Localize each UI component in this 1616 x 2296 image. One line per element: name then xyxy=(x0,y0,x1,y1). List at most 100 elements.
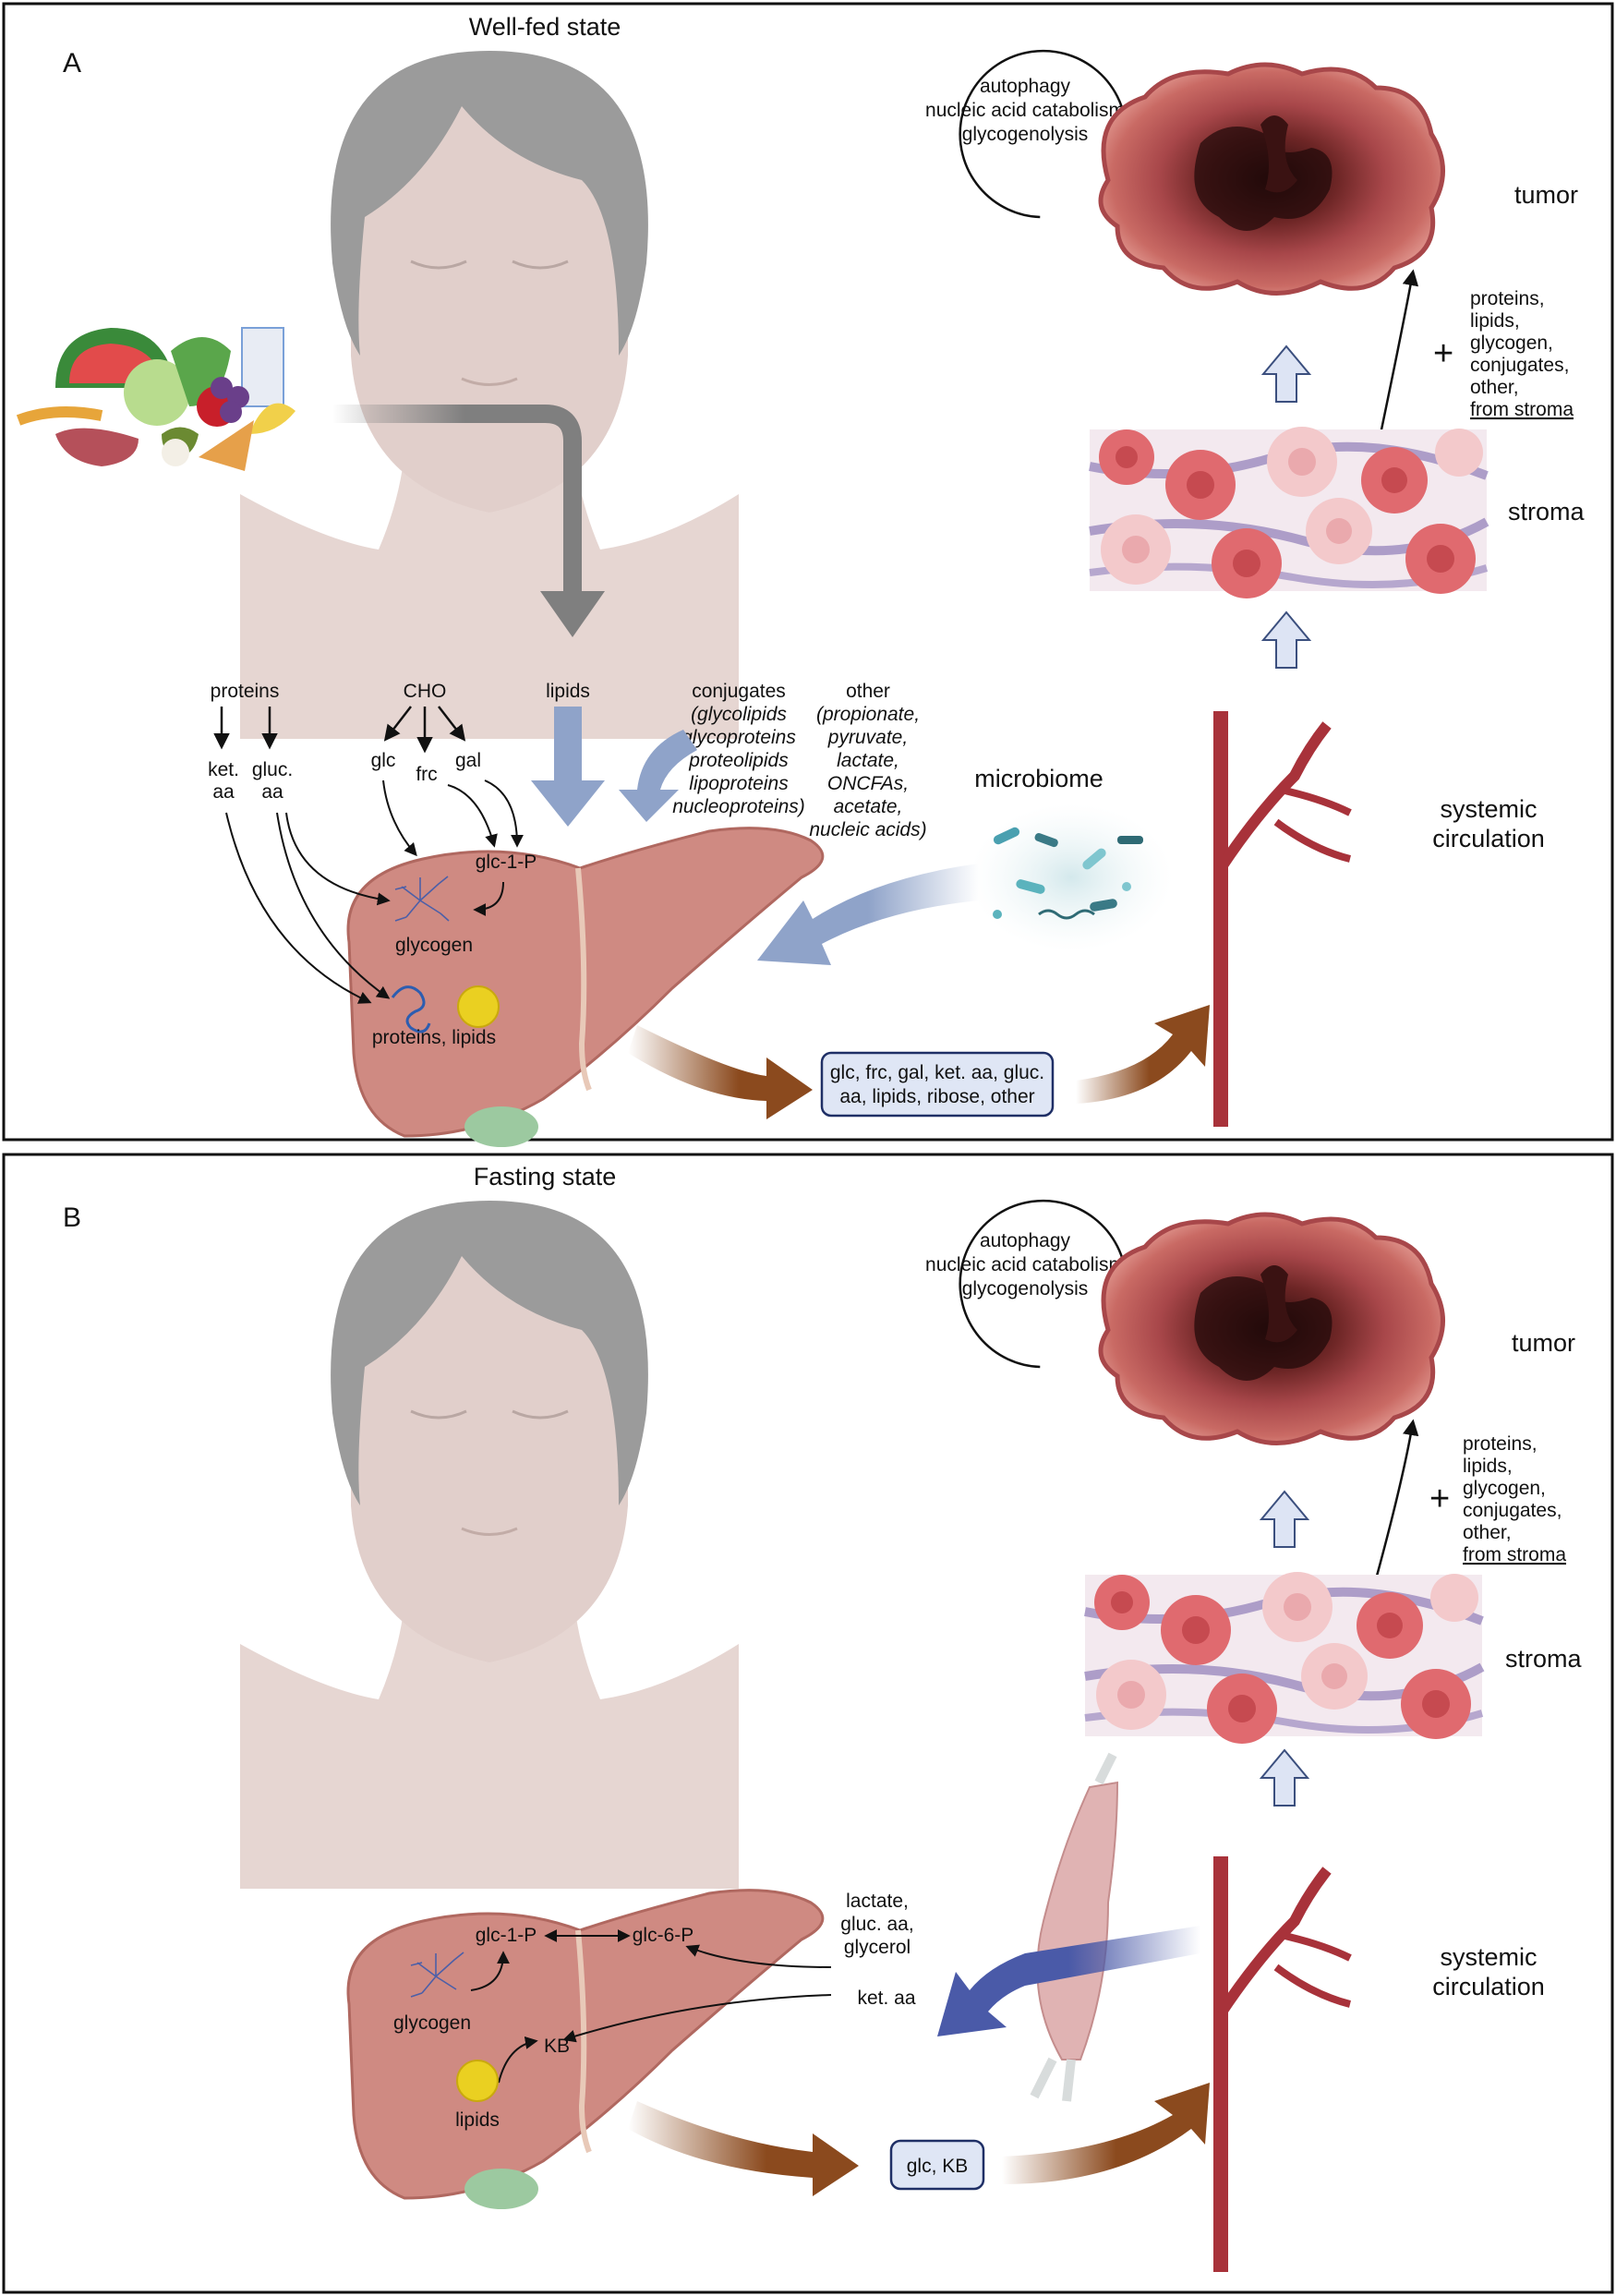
svg-text:lipids,: lipids, xyxy=(1463,1456,1513,1477)
svg-text:glycogenolysis: glycogenolysis xyxy=(962,1278,1089,1299)
lipids-label: lipids xyxy=(546,681,590,702)
svg-text:gluc. aa,: gluc. aa, xyxy=(840,1914,913,1935)
liver-output-line-1: glc, frc, gal, ket. aa, gluc. xyxy=(830,1062,1044,1083)
glycogen-icon xyxy=(394,876,450,922)
up-arrow-1 xyxy=(1262,345,1310,403)
svg-text:ONCFAs,: ONCFAs, xyxy=(827,773,909,794)
systemic-label-2: circulation xyxy=(1432,825,1545,852)
systemic-label-1: systemic xyxy=(1440,795,1537,823)
stroma-illustration-b xyxy=(1085,1572,1482,1744)
muscle-navy-arrow xyxy=(937,1926,1200,2036)
tumor-illustration xyxy=(1101,65,1443,294)
panel-a-title: Well-fed state xyxy=(469,13,621,41)
lipid-droplet xyxy=(457,985,500,1028)
other-list: other (propionate, pyruvate, lactate, ON… xyxy=(809,681,926,840)
svg-text:lipoproteins: lipoproteins xyxy=(689,773,789,794)
muscle-illustration xyxy=(1030,1752,1119,2102)
stroma-to-tumor-arrow xyxy=(1379,269,1419,435)
protein-icon xyxy=(391,985,431,1033)
lipid-droplet-b xyxy=(456,2060,499,2102)
stroma-label-b: stroma xyxy=(1505,1645,1583,1673)
microbes xyxy=(993,827,1143,920)
output-to-circulation-arrow-b xyxy=(1002,2083,1210,2184)
svg-text:proteolipids: proteolipids xyxy=(688,750,789,771)
glc1p-label: glc-1-P xyxy=(476,852,537,873)
stroma-input-source: from stroma xyxy=(1470,399,1574,420)
svg-text:conjugates,: conjugates, xyxy=(1463,1500,1562,1521)
food-to-digestion-arrow xyxy=(332,405,582,591)
svg-text:nucleic acid catabolism: nucleic acid catabolism xyxy=(925,1254,1125,1275)
salvage-cycle: autophagy nucleic acid catabolism glycog… xyxy=(925,49,1133,219)
panel-b-title: Fasting state xyxy=(474,1163,617,1190)
svg-text:other,: other, xyxy=(1463,1522,1512,1543)
plus-sign: + xyxy=(1433,334,1453,373)
head-illustration-b xyxy=(238,1199,741,1891)
panel-a-letter: A xyxy=(63,48,81,79)
frc-label: frc xyxy=(416,764,437,785)
microbiome-label: microbiome xyxy=(974,765,1103,792)
liver-output-box-b xyxy=(889,2139,985,2191)
liver-output-box xyxy=(820,1051,1055,1118)
food-illustration xyxy=(16,327,295,471)
blood-vessel-b xyxy=(1221,1856,1350,2272)
tumor-illustration-b xyxy=(1101,1214,1443,1444)
svg-text:lactate,: lactate, xyxy=(846,1891,909,1912)
gluc-aa-label-1: gluc. xyxy=(252,759,293,780)
svg-text:glycogen,: glycogen, xyxy=(1463,1478,1546,1499)
stroma-input-2: lipids, xyxy=(1470,310,1520,332)
glycogen-icon-b xyxy=(410,1952,464,1998)
plus-sign-b: + xyxy=(1429,1480,1450,1518)
conjugates-list: conjugates (glycolipids glycoproteins pr… xyxy=(672,681,805,817)
cycle-line-3: glycogenolysis xyxy=(962,124,1089,145)
blood-vessel xyxy=(1221,711,1350,1127)
svg-text:proteins,: proteins, xyxy=(1463,1433,1538,1455)
proteins-label: proteins xyxy=(211,681,280,702)
svg-text:glycerol: glycerol xyxy=(844,1937,911,1958)
head-illustration xyxy=(238,49,741,741)
svg-text:lipids: lipids xyxy=(455,2109,500,2131)
ket-aa-label-b: ket. aa xyxy=(857,1988,915,2009)
panel-a-frame xyxy=(2,2,1614,1142)
panel-b-letter: B xyxy=(63,1202,81,1233)
stroma-input-4: conjugates, xyxy=(1470,355,1569,376)
liver-output-arrow-b xyxy=(628,2101,859,2196)
svg-text:lactate,: lactate, xyxy=(837,750,899,771)
up-arrow-b1 xyxy=(1260,1491,1308,1548)
svg-text:(glycolipids: (glycolipids xyxy=(691,704,787,725)
liver-output-arrow xyxy=(628,1025,813,1119)
up-arrow-b2 xyxy=(1260,1749,1308,1807)
panel-b-frame xyxy=(2,1153,1614,2294)
svg-text:autophagy: autophagy xyxy=(980,1230,1071,1251)
stroma-illustration xyxy=(1090,427,1487,598)
svg-text:nucleic acids): nucleic acids) xyxy=(809,819,926,840)
proteins-lipids-label: proteins, lipids xyxy=(372,1027,496,1048)
gal-label: gal xyxy=(455,750,481,771)
panel-b: B Fasting state autophagy nucleic acid c… xyxy=(2,1153,1614,2294)
svg-text:other: other xyxy=(846,681,890,702)
cycle-line-1: autophagy xyxy=(980,76,1071,97)
stroma-input-3: glycogen, xyxy=(1470,332,1553,354)
tumor-label: tumor xyxy=(1514,181,1578,209)
ket-aa-label-2: aa xyxy=(212,781,235,803)
svg-text:glc, KB: glc, KB xyxy=(907,2156,969,2177)
svg-text:pyruvate,: pyruvate, xyxy=(827,727,908,748)
ket-aa-label-1: ket. xyxy=(208,759,239,780)
glycogen-label: glycogen xyxy=(395,935,473,956)
stroma-input-5: other, xyxy=(1470,377,1519,398)
microbiome-arrow xyxy=(757,864,979,965)
output-to-circulation-arrow xyxy=(1076,1005,1210,1104)
svg-text:from stroma: from stroma xyxy=(1463,1544,1566,1565)
kb-label: KB xyxy=(544,2036,570,2057)
stroma-input-1: proteins, xyxy=(1470,288,1545,309)
svg-text:acetate,: acetate, xyxy=(834,796,903,817)
svg-text:conjugates: conjugates xyxy=(692,681,786,702)
microbiome-cloud xyxy=(970,804,1173,951)
svg-text:circulation: circulation xyxy=(1432,1973,1545,2000)
svg-text:glycogen: glycogen xyxy=(393,2012,471,2034)
tumor-label-b: tumor xyxy=(1512,1329,1575,1357)
svg-text:(propionate,: (propionate, xyxy=(816,704,920,725)
lipids-arrow xyxy=(531,707,605,827)
glc1p-label-b: glc-1-P xyxy=(476,1925,537,1946)
